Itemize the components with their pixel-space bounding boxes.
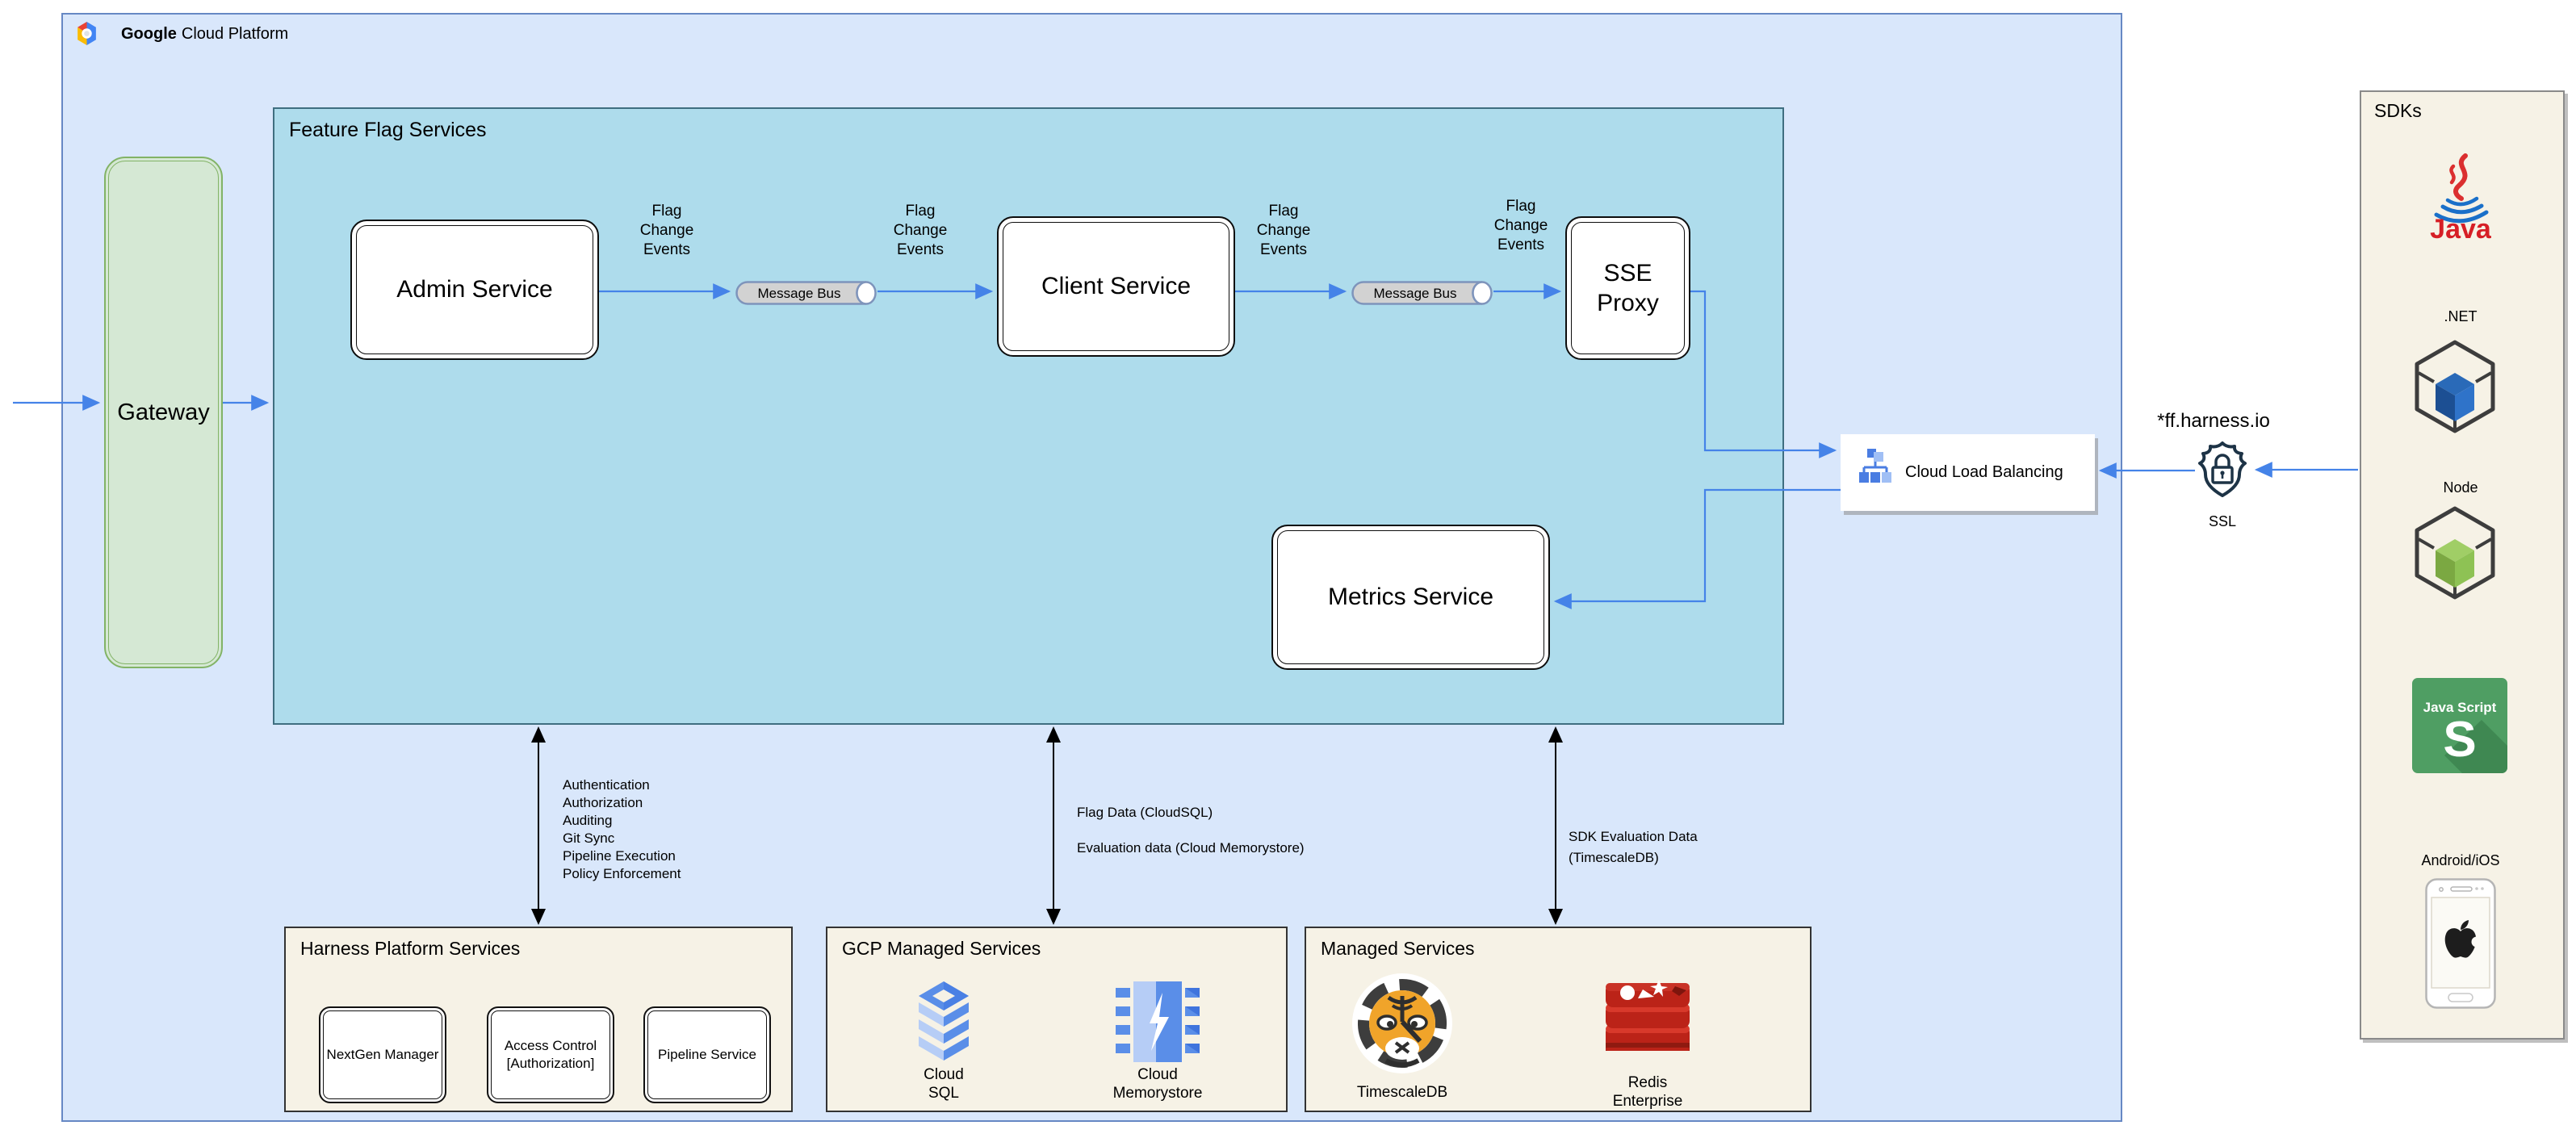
gcp-managed-services-container	[826, 927, 1288, 1112]
cloud-memorystore-label: Cloud Memorystore	[1112, 1066, 1203, 1102]
flag-change-label-1: Flag Change Events	[639, 203, 694, 258]
metrics-service-node: Metrics Service	[1271, 525, 1550, 670]
apple-logo	[2444, 920, 2482, 958]
gcpms-title: GCP Managed Services	[842, 938, 1041, 959]
message-bus-1-label: Message Bus	[758, 286, 841, 301]
sse-proxy-node: SSE Proxy	[1565, 216, 1690, 360]
evaluation-data-label: Evaluation data (Cloud Memorystore)	[1077, 840, 1305, 856]
cloud-sql-label: Cloud SQL	[924, 1066, 964, 1102]
ssl-shield-lock-icon	[2198, 441, 2247, 497]
cylinder-icon: Message Bus	[735, 281, 877, 305]
ffs-title: Feature Flag Services	[289, 119, 487, 141]
brand-bold: Google	[121, 25, 177, 43]
brand-rest: Cloud Platform	[181, 25, 289, 43]
pipeline-service-node: Pipeline Service	[643, 1006, 771, 1103]
message-bus-1: Message Bus	[735, 281, 878, 305]
sdk-evaluation-label: SDK Evaluation Data (TimescaleDB)	[1569, 829, 1698, 865]
metrics-service-label: Metrics Service	[1327, 584, 1494, 610]
gateway-label: Gateway	[117, 399, 210, 425]
load-balancer-icon	[1859, 449, 1891, 483]
sdks-title: SDKs	[2374, 100, 2422, 121]
gateway-node: Gateway	[104, 157, 223, 668]
node-cube-icon	[2415, 506, 2495, 600]
javascript-icon: Java Script S	[2412, 678, 2507, 773]
redis-icon	[1606, 980, 1690, 1051]
cloud-memorystore-icon	[1116, 981, 1200, 1062]
platform-flow-label: Authentication Authorization Auditing Gi…	[563, 777, 681, 881]
sse-proxy-label: SSE Proxy	[1597, 260, 1659, 316]
clb-label: Cloud Load Balancing	[1905, 463, 2063, 481]
flag-change-label-4: Flag Change Events	[1493, 198, 1548, 253]
ssl-domain: *ff.harness.io	[2157, 410, 2270, 432]
nextgen-manager-label: NextGen Manager	[326, 1047, 439, 1062]
flag-data-label: Flag Data (CloudSQL)	[1077, 805, 1213, 820]
pipeline-service-label: Pipeline Service	[658, 1047, 756, 1062]
gcp-hexagon-logo-icon	[77, 22, 96, 45]
node-label: Node	[2443, 479, 2478, 496]
nextgen-manager-node: NextGen Manager	[319, 1006, 446, 1103]
timescaledb-tiger-icon	[1352, 973, 1452, 1073]
dotnet-cube-icon	[2415, 340, 2495, 433]
java-logo-icon: Java	[2430, 153, 2492, 244]
client-service-node: Client Service	[997, 216, 1235, 357]
javascript-letter: S	[2443, 712, 2476, 768]
flag-change-label-3: Flag Change Events	[1256, 203, 1311, 258]
cloud-sql-icon	[919, 981, 969, 1061]
ms-title: Managed Services	[1321, 938, 1475, 959]
ssl-label: SSL	[2208, 513, 2237, 529]
access-control-label: Access Control [Authorization]	[504, 1038, 597, 1071]
java-logo-text: Java	[2430, 214, 2492, 244]
admin-service-node: Admin Service	[350, 220, 599, 360]
message-bus-2-label: Message Bus	[1374, 286, 1457, 301]
flag-change-label-2: Flag Change Events	[893, 203, 948, 258]
message-bus-2: Message Bus	[1351, 281, 1493, 305]
admin-service-label: Admin Service	[396, 276, 553, 303]
access-control-node: Access Control [Authorization]	[487, 1006, 614, 1103]
android-ios-label: Android/iOS	[2421, 852, 2500, 868]
timescaledb-label: TimescaleDB	[1356, 1084, 1448, 1101]
redis-enterprise-label: Redis Enterprise	[1612, 1074, 1683, 1110]
mobile-phone-apple-icon	[2425, 878, 2496, 1009]
hps-title: Harness Platform Services	[300, 938, 521, 959]
client-service-label: Client Service	[1041, 273, 1192, 299]
dotnet-label: .NET	[2444, 308, 2478, 324]
cylinder-icon: Message Bus	[1351, 281, 1493, 305]
javascript-text: Java Script	[2423, 700, 2497, 715]
